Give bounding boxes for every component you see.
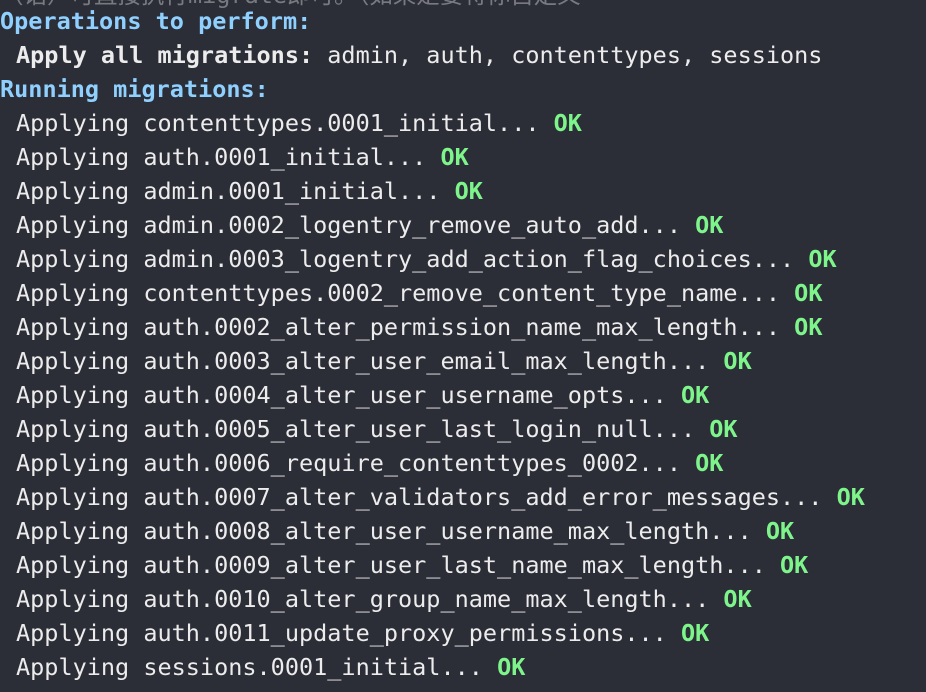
ok-status: OK (497, 653, 526, 681)
migration-line: Applying auth.0003_alter_user_email_max_… (0, 344, 752, 378)
migration-name: admin.0002_logentry_remove_auto_add... (143, 211, 696, 239)
applying-prefix: Applying (16, 653, 144, 681)
migration-name: auth.0006_require_contenttypes_0002... (143, 449, 696, 477)
ok-status: OK (794, 279, 823, 307)
migration-name: auth.0008_alter_user_username_max_length… (143, 517, 766, 545)
migration-name: auth.0007_alter_validators_add_error_mes… (143, 483, 837, 511)
migration-line: Applying contenttypes.0001_initial... OK (0, 106, 582, 140)
applying-prefix: Applying (16, 585, 144, 613)
applying-prefix: Applying (16, 551, 144, 579)
applying-prefix: Applying (16, 517, 144, 545)
migration-name: contenttypes.0001_initial... (143, 109, 554, 137)
applying-prefix: Applying (16, 347, 144, 375)
apply-all-apps: admin, auth, contenttypes, sessions (313, 41, 823, 69)
ok-status: OK (765, 517, 795, 545)
applying-prefix: Applying (16, 381, 144, 409)
migration-name: auth.0010_alter_group_name_max_length... (143, 585, 724, 613)
applying-prefix: Applying (16, 211, 144, 239)
ok-status: OK (680, 381, 710, 409)
migration-name: auth.0009_alter_user_last_name_max_lengt… (143, 551, 781, 579)
migration-line: Applying auth.0011_update_proxy_permissi… (0, 616, 709, 650)
applying-prefix: Applying (16, 619, 144, 647)
migration-line: Applying auth.0007_alter_validators_add_… (0, 480, 865, 514)
migration-line: Applying admin.0003_logentry_add_action_… (0, 242, 837, 276)
migration-line: Applying sessions.0001_initial... OK (0, 650, 525, 684)
applying-prefix: Applying (16, 279, 144, 307)
applying-prefix: Applying (16, 483, 144, 511)
ok-status: OK (723, 585, 752, 613)
migration-line: Applying auth.0010_alter_group_name_max_… (0, 582, 752, 616)
migration-line: Applying auth.0009_alter_user_last_name_… (0, 548, 808, 582)
migration-name: auth.0005_alter_user_last_login_null... (143, 415, 710, 443)
migration-name: auth.0001_initial... (143, 143, 441, 171)
migration-line: Applying auth.0002_alter_permission_name… (0, 310, 822, 344)
apply-all-line: Apply all migrations: admin, auth, conte… (0, 38, 822, 72)
ok-status: OK (440, 143, 469, 171)
migration-name: auth.0002_alter_permission_name_max_leng… (143, 313, 795, 341)
ok-status: OK (680, 619, 710, 647)
ok-status: OK (780, 551, 809, 579)
apply-all-label: Apply all migrations: (16, 41, 314, 69)
applying-prefix: Applying (16, 245, 144, 273)
migration-line: Applying admin.0002_logentry_remove_auto… (0, 208, 723, 242)
applying-prefix: Applying (16, 177, 144, 205)
applying-prefix: Applying (16, 415, 144, 443)
running-heading: Running migrations: (0, 75, 269, 103)
applying-prefix: Applying (16, 313, 144, 341)
applying-prefix: Applying (16, 143, 144, 171)
migration-name: auth.0004_alter_user_username_opts... (143, 381, 681, 409)
migration-name: auth.0011_update_proxy_permissions... (143, 619, 681, 647)
ok-status: OK (695, 449, 724, 477)
migration-name: admin.0003_logentry_add_action_flag_choi… (143, 245, 809, 273)
migration-line: Applying admin.0001_initial... OK (0, 174, 483, 208)
applying-prefix: Applying (16, 449, 144, 477)
ok-status: OK (794, 313, 823, 341)
operations-heading: Operations to perform: (0, 7, 312, 35)
ok-status: OK (709, 415, 738, 443)
migration-line: Applying auth.0008_alter_user_username_m… (0, 514, 794, 548)
migration-line: Applying auth.0004_alter_user_username_o… (0, 378, 709, 412)
migration-line: Applying auth.0005_alter_user_last_login… (0, 412, 738, 446)
migration-line: Applying contenttypes.0002_remove_conten… (0, 276, 822, 310)
ok-status: OK (808, 245, 837, 273)
ok-status: OK (836, 483, 865, 511)
migration-name: contenttypes.0002_remove_content_type_na… (143, 279, 795, 307)
ok-status: OK (695, 211, 724, 239)
applying-prefix: Applying (16, 109, 144, 137)
migration-line: Applying auth.0001_initial... OK (0, 140, 469, 174)
truncated-top-line: （话）可直接执行migrate即可。（如果是要将你自定义 (0, 0, 581, 12)
migration-line: Applying auth.0006_require_contenttypes_… (0, 446, 723, 480)
migration-name: sessions.0001_initial... (143, 653, 498, 681)
migration-name: admin.0001_initial... (143, 177, 455, 205)
migration-name: auth.0003_alter_user_email_max_length... (143, 347, 724, 375)
ok-status: OK (723, 347, 752, 375)
ok-status: OK (553, 109, 582, 137)
ok-status: OK (454, 177, 483, 205)
